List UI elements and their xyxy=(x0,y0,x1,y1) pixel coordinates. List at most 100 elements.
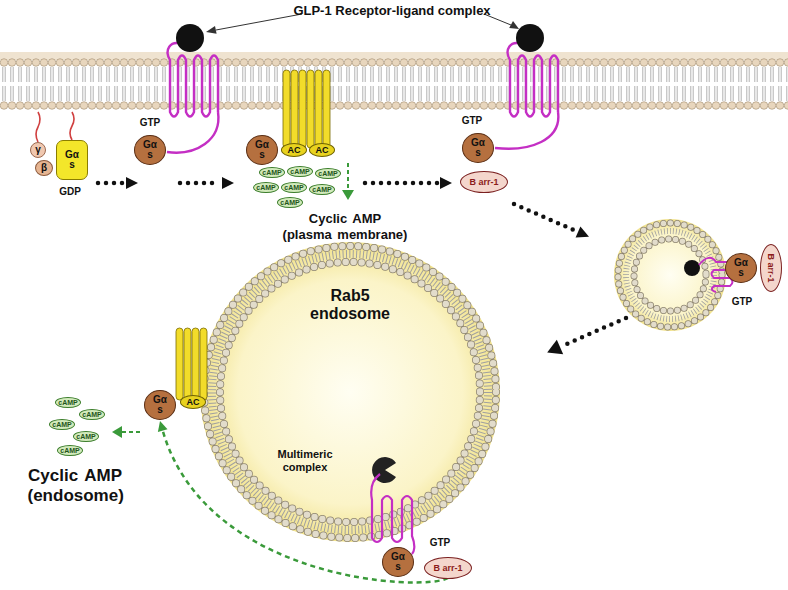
g-alpha-active: Gα s xyxy=(462,133,494,163)
node-text: Rab5 endosome xyxy=(310,287,390,323)
adenylyl-cyclase: AC xyxy=(309,143,335,157)
endosome-membrane xyxy=(204,246,496,538)
camp-molecule: cAMP xyxy=(49,419,75,430)
camp-molecule: cAMP xyxy=(277,197,303,208)
node-text: AC xyxy=(316,146,329,155)
node-text: cAMP xyxy=(284,184,303,191)
ligand xyxy=(684,260,700,276)
camp-molecule: cAMP xyxy=(281,182,307,193)
receptor xyxy=(508,43,558,116)
lipid-anchor xyxy=(36,112,40,142)
state-label: GTP xyxy=(430,537,451,549)
g-alpha-active: Gα s xyxy=(382,547,414,577)
node-text: cAMP xyxy=(290,168,309,175)
state-label: GTP xyxy=(462,115,483,127)
node-text: B arr-1 xyxy=(433,564,462,573)
camp-molecule: cAMP xyxy=(253,182,279,193)
arrowhead xyxy=(342,190,354,200)
adenylyl-cyclase-body xyxy=(176,328,207,400)
g-alpha-inactive: Gα s xyxy=(56,140,88,180)
receptor xyxy=(371,474,414,554)
node-text: Gα s xyxy=(391,552,405,572)
camp-molecule: cAMP xyxy=(259,167,285,178)
vesicle-lumen xyxy=(614,219,726,331)
node-text: cAMP xyxy=(318,170,337,177)
plasma-membrane xyxy=(0,58,788,110)
node-text: Gα s xyxy=(153,395,167,415)
endosome: Rab5 endosome xyxy=(200,242,500,542)
adenylyl-cyclase: AC xyxy=(180,395,206,409)
adenylyl-cyclase: AC xyxy=(281,143,307,157)
lipid-anchor xyxy=(70,112,74,140)
endosome-membrane xyxy=(220,262,480,522)
node-text: Gα s xyxy=(734,258,748,278)
complex-label: Multimeric complex xyxy=(277,448,332,474)
g-alpha-active: Gα s xyxy=(134,135,166,165)
endosome-membrane xyxy=(204,246,496,538)
receptor-tail xyxy=(167,112,218,153)
ligand xyxy=(176,24,204,52)
camp-molecule: cAMP xyxy=(79,409,105,420)
node-text: B arr-1 xyxy=(767,253,776,282)
endosome-lumen xyxy=(200,242,500,542)
endosome-membrane xyxy=(220,262,480,522)
beta-arrestin: B arr-1 xyxy=(424,557,472,579)
arrowhead xyxy=(112,426,122,438)
beta-subunit: β xyxy=(35,160,53,176)
node-text: cAMP xyxy=(280,199,299,206)
gamma-subunit: γ xyxy=(30,142,46,158)
node-text: Gα s xyxy=(65,150,79,170)
vesicle-membrane xyxy=(626,231,714,319)
g-alpha-active: Gα s xyxy=(144,390,176,420)
node-text: cAMP xyxy=(82,411,101,418)
node-text: Gα s xyxy=(143,140,157,160)
state-label: GTP xyxy=(732,296,753,308)
node-text: cAMP xyxy=(60,447,79,454)
camp-molecule: cAMP xyxy=(287,166,313,177)
arrowhead xyxy=(206,26,217,34)
camp-molecule: cAMP xyxy=(315,168,341,179)
receptor xyxy=(168,43,218,116)
camp-arrow xyxy=(347,163,349,190)
node-text: cAMP xyxy=(58,399,77,406)
leader-line xyxy=(216,14,302,30)
node-text: γ xyxy=(35,145,41,155)
receptor-tail xyxy=(495,112,558,149)
arrowhead xyxy=(158,421,168,432)
g-alpha-active: Gα s xyxy=(725,253,757,283)
node-text: β xyxy=(41,163,47,173)
camp-molecule: cAMP xyxy=(309,184,335,195)
node-text: AC xyxy=(187,398,200,407)
node-text: cAMP xyxy=(262,169,281,176)
caption-label: Cyclic AMP (plasma membrane) xyxy=(282,211,408,243)
camp-molecule: cAMP xyxy=(55,397,81,408)
vesicle-membrane xyxy=(634,239,706,311)
camp-molecule: cAMP xyxy=(73,431,99,442)
node-text: cAMP xyxy=(312,186,331,193)
signal-arrow xyxy=(162,430,448,583)
node-text: Gα s xyxy=(255,140,269,160)
beta-arrestin: B arr-1 xyxy=(460,171,508,193)
node-text: B arr-1 xyxy=(469,178,498,187)
caption-label: Cyclic AMP (endosome) xyxy=(28,466,123,506)
vesicle-membrane xyxy=(634,239,706,311)
state-label: GTP xyxy=(140,117,161,129)
beta-arrestin: B arr-1 xyxy=(760,244,782,292)
camp-molecule: cAMP xyxy=(57,445,83,456)
node-text: cAMP xyxy=(256,184,275,191)
camp-arrow xyxy=(122,431,140,433)
node-text: cAMP xyxy=(76,433,95,440)
g-alpha-active: Gα s xyxy=(246,135,278,165)
node-text: Gα s xyxy=(471,138,485,158)
vesicle-membrane xyxy=(618,223,722,327)
node-text: cAMP xyxy=(52,421,71,428)
state-label: GDP xyxy=(59,186,81,198)
endosome-membrane xyxy=(212,254,488,530)
node-text: AC xyxy=(288,146,301,155)
arrowhead xyxy=(509,21,519,29)
adenylyl-cyclase-body xyxy=(283,70,330,148)
vesicle-membrane xyxy=(618,223,722,327)
title-label: GLP-1 Receptor-ligand complex xyxy=(292,3,492,19)
ligand xyxy=(516,24,544,52)
